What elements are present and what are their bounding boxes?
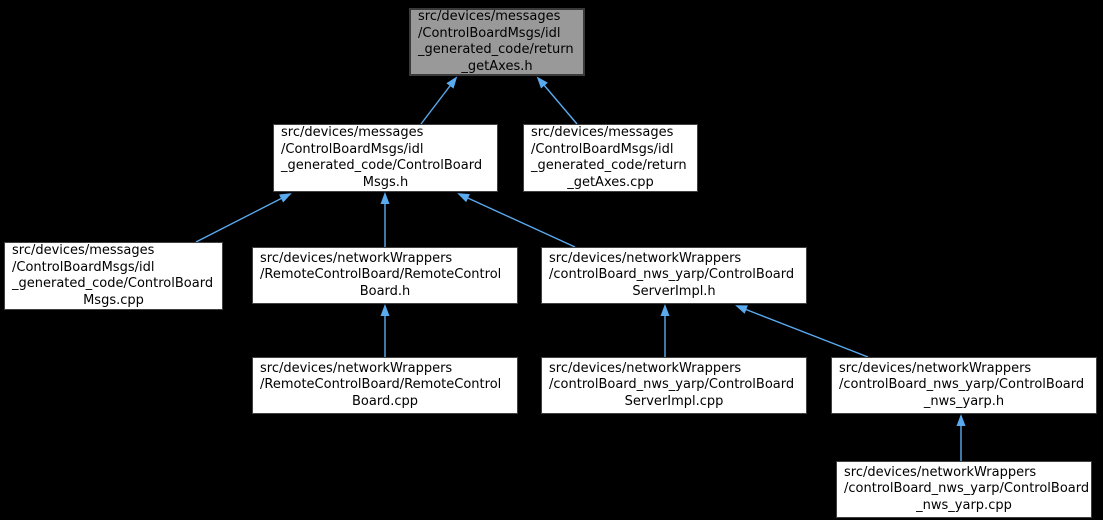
node-label-line: src/devices/messages <box>12 243 155 258</box>
node-label-line: src/devices/networkWrappers <box>549 250 742 266</box>
node-label-line: _generated_code/ControlBoard <box>281 158 483 173</box>
edge-controlboard-nws-yarp-h-to-controlboardserverimpl-h <box>735 305 869 358</box>
node-label-line: _nws_yarp.h <box>923 393 1005 409</box>
node-label-line: /controlBoard_nws_yarp/ControlBoard <box>549 267 795 283</box>
node-label-line: src/devices/networkWrappers <box>844 464 1037 480</box>
graph-node-remotecontrolboard-cpp[interactable]: src/devices/networkWrappers/RemoteContro… <box>252 357 518 414</box>
graph-node-controlboardserverimpl-cpp[interactable]: src/devices/networkWrappers/controlBoard… <box>541 357 807 414</box>
node-label-line: src/devices/messages <box>281 125 424 140</box>
graph-node-controlboardserverimpl-h[interactable]: src/devices/networkWrappers/controlBoard… <box>541 247 807 304</box>
node-label-line: _generated_code/return <box>531 158 687 173</box>
node-label-line: _generated_code/ControlBoard <box>12 276 214 291</box>
node-label-line: ServerImpl.h <box>632 283 716 299</box>
node-label-line: Msgs.cpp <box>83 292 144 308</box>
node-label-line: src/devices/networkWrappers <box>549 360 742 376</box>
node-label-line: src/devices/messages <box>531 125 674 140</box>
graph-node-remotecontrolboard-h[interactable]: src/devices/networkWrappers/RemoteContro… <box>252 247 518 304</box>
node-label-line: /controlBoard_nws_yarp/ControlBoard <box>844 481 1090 497</box>
node-label-line: src/devices/networkWrappers <box>839 360 1032 376</box>
node-label-line: /controlBoard_nws_yarp/ControlBoard <box>839 377 1085 393</box>
node-label-line: src/devices/messages <box>418 9 561 24</box>
node-label-line: /ControlBoardMsgs/idl <box>418 25 561 41</box>
graph-node-controlboard-nws-yarp-h[interactable]: src/devices/networkWrappers/controlBoard… <box>831 357 1097 414</box>
node-label-line: ServerImpl.cpp <box>624 393 724 409</box>
node-label-line: _getAxes.h <box>461 58 533 74</box>
node-label-line: Msgs.h <box>362 174 409 190</box>
node-label-line: _generated_code/return <box>418 42 574 57</box>
node-label-line: /RemoteControlBoard/RemoteControl <box>260 377 502 393</box>
node-label-line: /controlBoard_nws_yarp/ControlBoard <box>549 377 795 393</box>
graph-node-controlboardmsgs-h[interactable]: src/devices/messages/ControlBoardMsgs/id… <box>273 124 498 192</box>
node-label-line: Board.cpp <box>352 393 418 409</box>
edge-controlboardmsgs-h-to-return-getaxes-h <box>420 76 458 125</box>
graph-node-return-getaxes-cpp[interactable]: src/devices/messages/ControlBoardMsgs/id… <box>523 124 698 192</box>
graph-node-controlboard-nws-yarp-cpp[interactable]: src/devices/networkWrappers/controlBoard… <box>836 461 1092 518</box>
node-label-line: /RemoteControlBoard/RemoteControl <box>260 267 502 283</box>
node-label-line: /ControlBoardMsgs/idl <box>281 141 424 157</box>
graph-node-controlboardmsgs-cpp[interactable]: src/devices/messages/ControlBoardMsgs/id… <box>4 242 223 310</box>
node-label-line: /ControlBoardMsgs/idl <box>12 259 155 275</box>
node-label-line: _nws_yarp.cpp <box>916 497 1012 513</box>
node-label-line: /ControlBoardMsgs/idl <box>531 141 674 157</box>
edge-controlboardserverimpl-h-to-controlboardmsgs-h <box>457 193 576 248</box>
node-label-line: Board.h <box>359 283 411 299</box>
node-label-line: src/devices/networkWrappers <box>260 250 453 266</box>
node-label-line: _getAxes.cpp <box>567 174 654 190</box>
edge-controlboardmsgs-cpp-to-controlboardmsgs-h <box>195 193 292 243</box>
edge-return-getaxes-cpp-to-return-getaxes-h <box>536 76 578 125</box>
graph-node-return-getaxes-h[interactable]: src/devices/messages/ControlBoardMsgs/id… <box>409 8 585 76</box>
node-label-line: src/devices/networkWrappers <box>260 360 453 376</box>
